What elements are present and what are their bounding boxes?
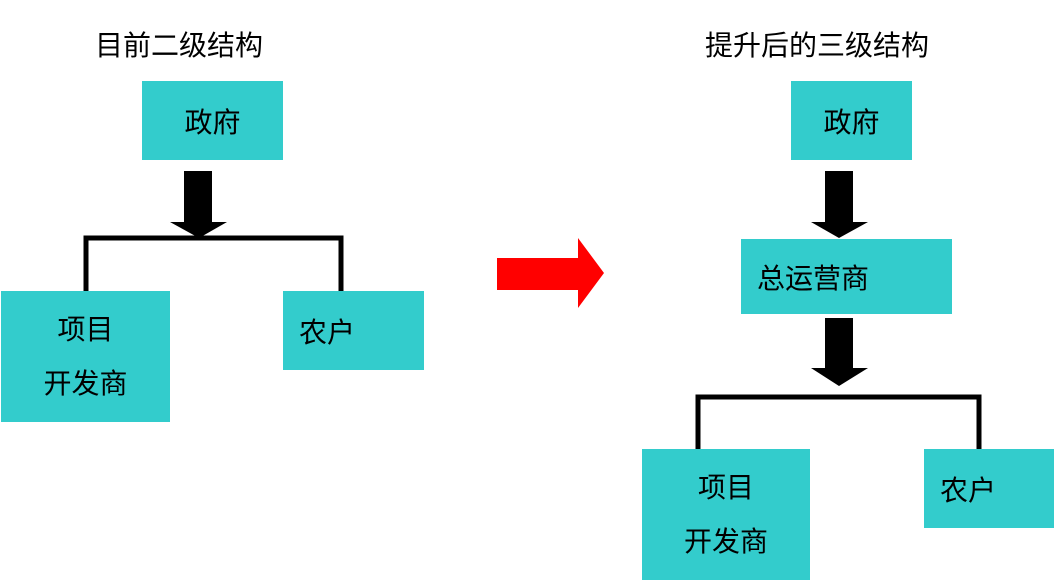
right-down-arrow-1: [811, 171, 868, 238]
developer-label-line1: 项目: [697, 470, 754, 504]
right-bracket: [695, 394, 982, 449]
developer-label-line2: 开发商: [43, 366, 128, 400]
right-government-box: 政府: [791, 81, 912, 160]
right-down-arrow-2: [811, 318, 868, 386]
left-down-arrow: [170, 171, 227, 238]
right-operator-box: 总运营商: [741, 239, 952, 314]
right-farmer-box: 农户: [924, 449, 1054, 528]
developer-label-line2: 开发商: [683, 524, 768, 558]
transition-arrow: [497, 238, 604, 308]
left-developer-box: 项目 开发商: [1, 291, 170, 422]
left-government-box: 政府: [142, 81, 283, 160]
developer-label-line1: 项目: [57, 312, 114, 346]
right-developer-box: 项目 开发商: [642, 449, 810, 580]
left-title: 目前二级结构: [95, 29, 264, 62]
right-title: 提升后的三级结构: [705, 29, 930, 62]
left-farmer-box: 农户: [283, 291, 424, 370]
left-bracket: [83, 235, 344, 291]
